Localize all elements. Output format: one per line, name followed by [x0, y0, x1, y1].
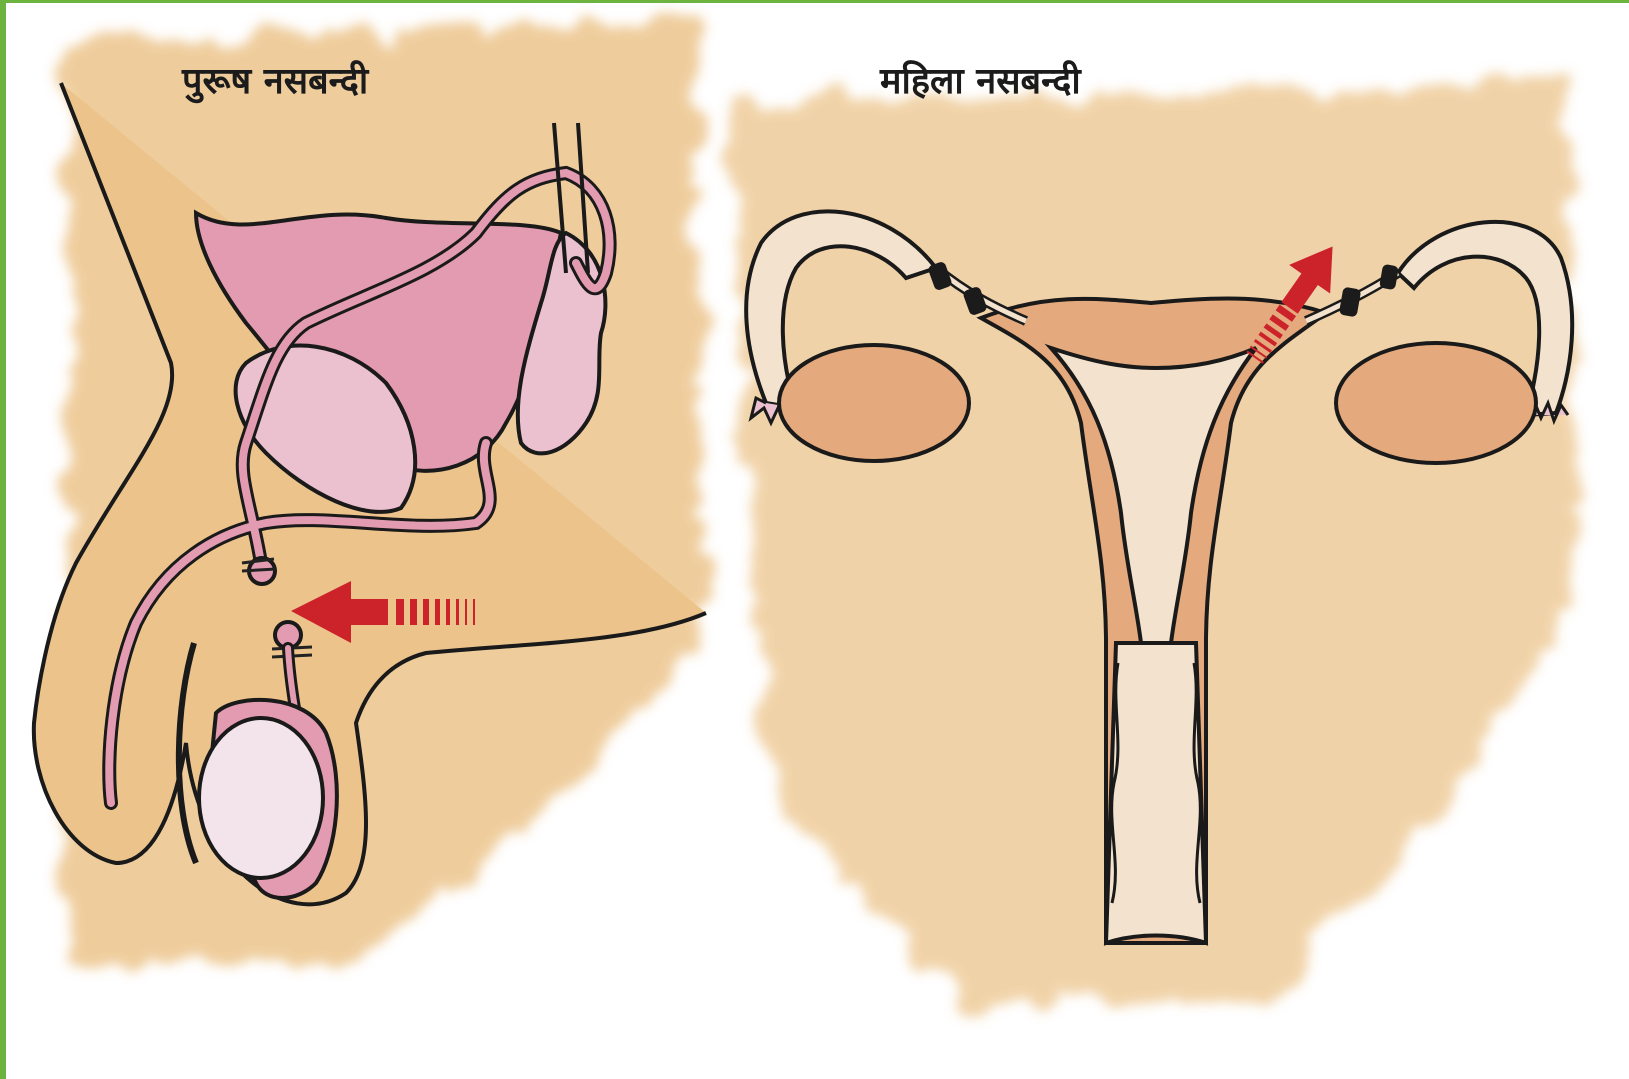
sterilization-diagram — [6, 3, 1629, 1079]
male-panel — [34, 23, 706, 963]
left-ovary — [779, 345, 969, 461]
female-panel — [726, 83, 1576, 1003]
testis — [199, 718, 323, 878]
right-ovary — [1336, 343, 1536, 463]
vagina — [1106, 643, 1206, 943]
female-sterilization-title: महिला नसबन्दी — [880, 55, 1081, 104]
male-sterilization-title: पुरूष नसबन्दी — [182, 55, 368, 104]
